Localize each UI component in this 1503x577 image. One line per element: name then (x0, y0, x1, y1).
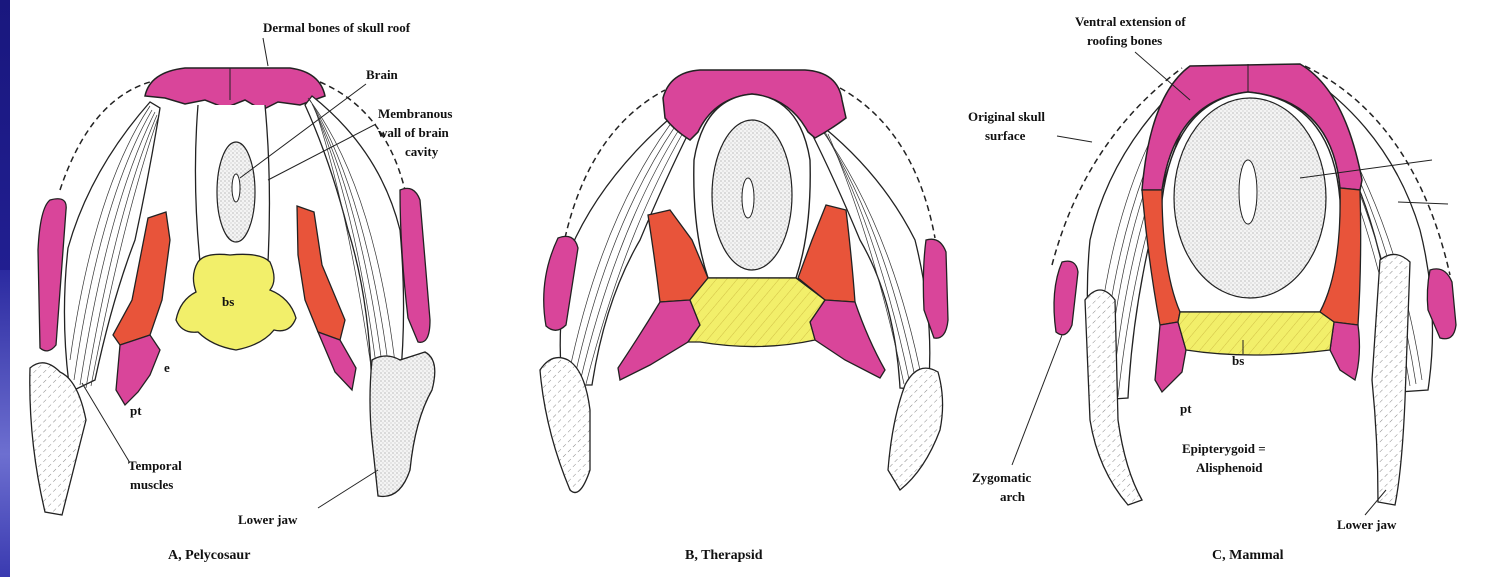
label-lower-jaw-a: Lower jaw (238, 512, 298, 527)
pelycosaur-pterygoid-right (318, 332, 356, 390)
label-original-1: Original skull (968, 109, 1045, 124)
therapsid-skull (540, 70, 948, 493)
label-original-2: surface (985, 128, 1026, 143)
pelycosaur-epipterygoid-right (297, 206, 345, 340)
label-bs-a: bs (222, 294, 234, 309)
mammal-lower-jaw-right (1372, 254, 1410, 505)
therapsid-pterygoid-left (618, 300, 700, 380)
caption-pelycosaur: A, Pelycosaur (168, 548, 250, 563)
label-ventral-2: roofing bones (1087, 33, 1162, 48)
pelycosaur-lower-jaw-right (370, 352, 435, 496)
pelycosaur-lateral-bone-left (38, 199, 66, 351)
label-lower-jaw-c: Lower jaw (1337, 517, 1397, 532)
label-temporal-1: Temporal (128, 458, 182, 473)
label-pt-c: pt (1180, 401, 1192, 416)
caption-therapsid: B, Therapsid (685, 548, 763, 563)
mammal-basisphenoid (1178, 312, 1334, 355)
pelycosaur-dermal-roof (145, 68, 325, 110)
therapsid-lower-jaw-right (888, 368, 943, 490)
label-membranous-2: wall of brain (378, 125, 450, 140)
label-bs-c: bs (1232, 353, 1244, 368)
label-membranous-1: Membranous (378, 106, 452, 121)
label-epipterygoid-1: Epipterygoid = (1182, 441, 1266, 456)
label-epipterygoid-2: Alisphenoid (1196, 460, 1263, 475)
therapsid-pterygoid-right (810, 300, 885, 378)
label-brain: Brain (366, 67, 399, 82)
label-zygomatic-1: Zygomatic (972, 470, 1031, 485)
pelycosaur-basisphenoid (176, 254, 296, 350)
label-temporal-2: muscles (130, 477, 173, 492)
label-pt-a: pt (130, 403, 142, 418)
therapsid-basisphenoid (688, 278, 825, 347)
label-e: e (164, 360, 170, 375)
pelycosaur-lateral-bone-right (400, 188, 430, 342)
therapsid-lower-jaw-left (540, 358, 590, 493)
mammal-skull (1052, 64, 1456, 505)
caption-mammal: C, Mammal (1212, 548, 1284, 563)
label-dermal-bones: Dermal bones of skull roof (263, 20, 411, 35)
label-ventral-1: Ventral extension of (1075, 14, 1186, 29)
mammal-zygomatic-left (1054, 261, 1078, 335)
pelycosaur-pterygoid-left (116, 335, 160, 405)
label-zygomatic-2: arch (1000, 489, 1026, 504)
label-membranous-3: cavity (405, 144, 439, 159)
pelycosaur-skull (30, 68, 435, 515)
mammal-pterygoid-right (1330, 322, 1359, 380)
